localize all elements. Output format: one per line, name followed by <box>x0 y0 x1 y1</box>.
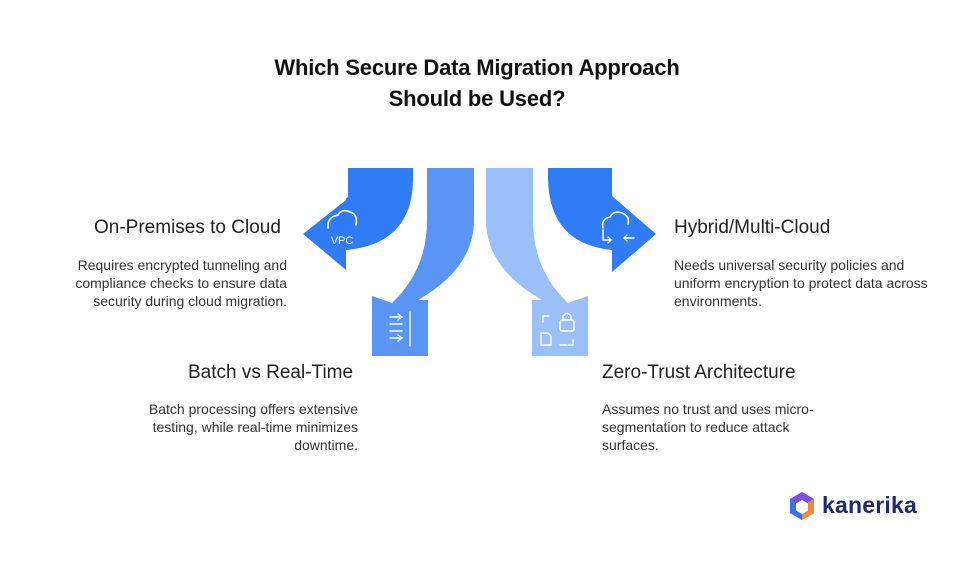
batch-heading: Batch vs Real-Time <box>188 362 354 383</box>
kanerika-logo-text: kanerika <box>822 492 917 518</box>
cloud-vpc-icon: VPC <box>327 209 358 247</box>
diagram-title-line-1: Which Secure Data Migration Approach <box>274 55 680 80</box>
vpc-label: VPC <box>331 235 354 247</box>
cloud-exchange-icon <box>601 211 635 244</box>
hybrid-description: Needs universal security policies and un… <box>674 257 928 309</box>
kanerika-logo-icon <box>790 492 814 520</box>
zero-trust-arrow <box>486 168 588 356</box>
zero-trust-heading: Zero-Trust Architecture <box>602 362 796 383</box>
on-premises-heading: On-Premises to Cloud <box>94 217 281 238</box>
batch-list-icon <box>389 311 411 347</box>
kanerika-logo: kanerika <box>788 491 928 521</box>
batch-description: Batch processing offers extensive testin… <box>148 401 358 453</box>
hybrid-heading: Hybrid/Multi-Cloud <box>674 217 831 238</box>
lock-segment-icon <box>540 312 575 346</box>
zero-trust-description: Assumes no trust and uses micro-segmenta… <box>602 401 814 453</box>
on-premises-arrow: VPC <box>303 168 413 270</box>
batch-arrow <box>372 168 474 356</box>
diagram-title-line-2: Should be Used? <box>388 86 566 111</box>
on-premises-description: Requires encrypted tunneling and complia… <box>75 257 287 309</box>
hybrid-arrow <box>548 168 656 272</box>
